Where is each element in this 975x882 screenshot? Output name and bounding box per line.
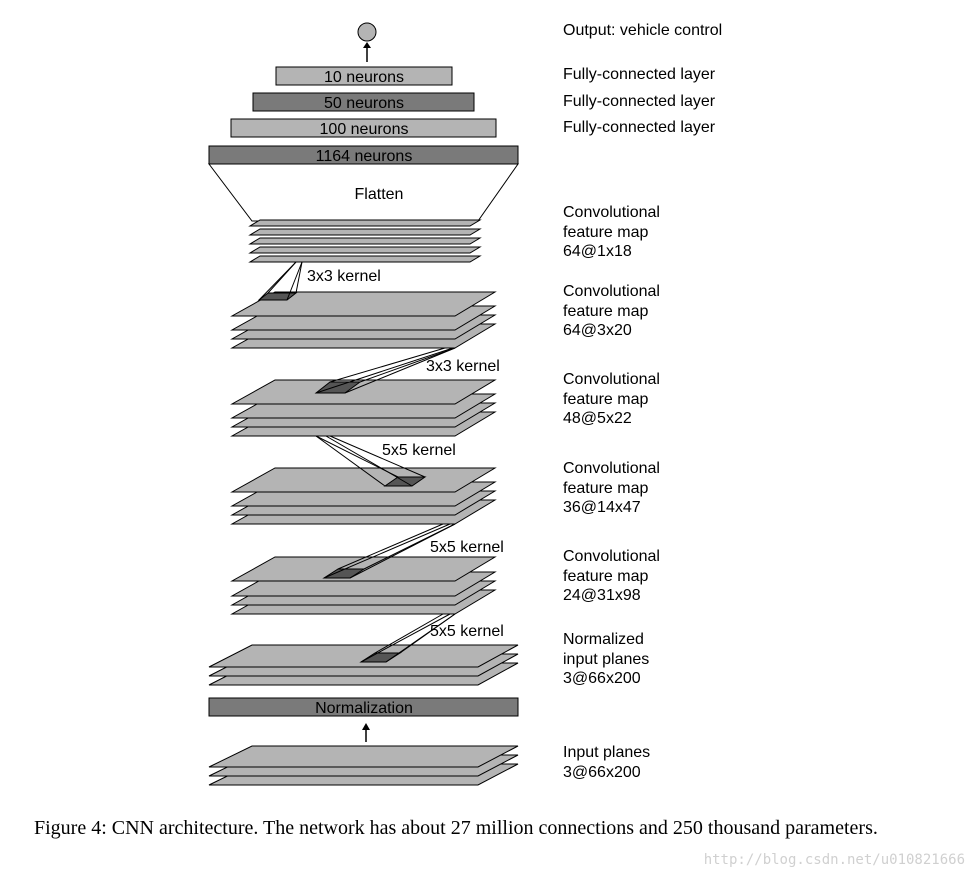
conv4-label-line2: feature map <box>563 480 648 497</box>
conv3-label-line1: Convolutional <box>563 371 660 388</box>
kernel-label-2: 3x3 kernel <box>426 358 500 375</box>
plane-3x20-1 <box>230 291 497 317</box>
conv-stack-64x3x20 <box>230 291 497 349</box>
plane-1x18-3 <box>248 237 482 245</box>
output-label: Output: vehicle control <box>563 22 722 39</box>
plane-1x18-1 <box>248 219 482 227</box>
normalization-box <box>208 697 519 717</box>
conv-stack-48x5x22 <box>230 379 497 437</box>
kernel-line <box>374 613 444 654</box>
kernel-lines-3 <box>315 435 426 487</box>
flatten-label: Flatten <box>355 186 404 203</box>
normalized-label-line1: Normalized <box>563 631 644 648</box>
plane-1x18-5 <box>248 255 482 263</box>
kernel-line <box>363 523 456 570</box>
conv1-label-line3: 64@1x18 <box>563 243 632 260</box>
fc-layer-100-label: Fully-connected layer <box>563 119 716 136</box>
kernel-line <box>329 435 426 478</box>
conv4-label-line1: Convolutional <box>563 460 660 477</box>
fc-layer-50-text: 50 neurons <box>324 95 404 112</box>
normalized-input-stack <box>208 644 519 686</box>
kernel-label-3: 5x5 kernel <box>382 442 456 459</box>
cnn-architecture-diagram: Output: vehicle control 10 neurons Fully… <box>207 22 722 786</box>
conv2-label-line1: Convolutional <box>563 283 660 300</box>
plane-5x22-1 <box>230 379 497 405</box>
kernel-line <box>267 261 297 294</box>
fc-layer-50-label: Fully-connected layer <box>563 93 716 110</box>
watermark: http://blog.csdn.net/u010821666 <box>703 852 965 868</box>
conv4-label-line3: 36@14x47 <box>563 499 641 516</box>
plane-1x18-2 <box>248 228 482 236</box>
kernel-lines-2 <box>315 347 456 394</box>
input-label-line1: Input planes <box>563 744 650 761</box>
conv1-label-line1: Convolutional <box>563 204 660 221</box>
kernel-line <box>360 613 451 663</box>
kernel-lines-1 <box>258 261 303 301</box>
fc-layer-10-text: 10 neurons <box>324 69 404 86</box>
input-label-line2: 3@66x200 <box>563 764 641 781</box>
conv5-label-line1: Convolutional <box>563 548 660 565</box>
normalized-label-line3: 3@66x200 <box>563 670 641 687</box>
kernel-label-1: 3x3 kernel <box>307 268 381 285</box>
kernel-lines-5 <box>360 613 456 663</box>
conv-stack-36x14x47 <box>230 467 497 525</box>
fc-layer-100-box <box>230 118 497 138</box>
fc-layer-10-box <box>275 66 453 86</box>
conv5-label-line2: feature map <box>563 568 648 585</box>
conv3-label-line3: 48@5x22 <box>563 410 632 427</box>
conv2-label-line3: 64@3x20 <box>563 322 632 339</box>
conv3-label-line2: feature map <box>563 391 648 408</box>
kernel-line <box>295 261 303 294</box>
fc-layer-1164-text: 1164 neurons <box>316 148 413 165</box>
kernel-line <box>315 435 399 478</box>
kernel-label-4: 5x5 kernel <box>430 539 504 556</box>
input-arrowhead <box>362 723 370 730</box>
kernel-line <box>337 523 444 570</box>
plane-14x47-1 <box>230 467 497 493</box>
conv2-label-line2: feature map <box>563 303 648 320</box>
kernel-line <box>344 347 456 394</box>
conv-stack-24x31x98 <box>230 556 497 615</box>
conv1-label-line2: feature map <box>563 224 648 241</box>
fc-layer-50-box <box>252 92 475 112</box>
output-node <box>357 22 377 42</box>
kernel-line <box>359 347 456 383</box>
plane-1x18-4 <box>248 246 482 254</box>
conv-stack-64x1x18 <box>248 219 482 263</box>
kernel-line <box>329 347 446 383</box>
conv5-label-line3: 24@31x98 <box>563 587 641 604</box>
kernel-line <box>325 435 413 487</box>
kernel-line <box>323 523 451 579</box>
normalization-text: Normalization <box>315 700 413 717</box>
figure-caption: Figure 4: CNN architecture. The network … <box>34 817 878 839</box>
kernel-label-5: 5x5 kernel <box>430 623 504 640</box>
kernel-lines-4 <box>323 523 456 579</box>
fc-layer-10-label: Fully-connected layer <box>563 66 716 83</box>
output-arrowhead <box>363 42 371 48</box>
input-plane-1 <box>208 745 519 768</box>
normalized-label-line2: input planes <box>563 651 649 668</box>
kernel-line <box>286 261 303 301</box>
kernel-line <box>315 347 454 394</box>
kernel-line <box>315 435 386 487</box>
normalized-plane-1 <box>208 644 519 668</box>
kernel-line <box>399 613 456 654</box>
fc-layer-100-text: 100 neurons <box>320 121 409 138</box>
input-planes-stack <box>208 745 519 786</box>
